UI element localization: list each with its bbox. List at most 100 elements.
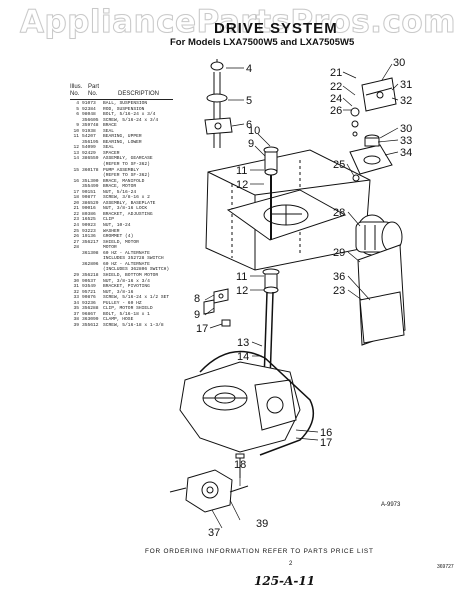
part-description: SCREW, 5/16-24 x 3/4 <box>103 117 159 123</box>
header-description: DESCRIPTION <box>118 91 160 97</box>
part-number: 96867 <box>82 311 96 317</box>
part-number: 363099 <box>82 317 99 323</box>
part-number: 355499 <box>82 184 99 190</box>
parts-list-row: 355499 BRACE, MOTOR <box>70 184 173 190</box>
part-description: NUT, 5/16-24 <box>103 189 137 195</box>
part-number: 90016 <box>82 206 96 212</box>
part-description: NUT, 10-24 <box>103 223 131 229</box>
part-number: 355612 <box>82 322 99 328</box>
grommet <box>350 107 360 137</box>
illus-number: 23 <box>73 217 79 223</box>
callout-32: 32 <box>400 95 412 107</box>
callout-8: 8 <box>194 293 200 305</box>
part-description: MOTOR <box>103 245 117 251</box>
illus-number: 18 <box>73 195 79 201</box>
callout-18: 18 <box>234 459 246 471</box>
callout-36: 36 <box>333 271 345 283</box>
part-number: 16525 <box>82 217 96 223</box>
part-description: PUMP ASSEMBLY <box>103 167 139 173</box>
illus-number: 30 <box>73 278 79 284</box>
part-number: 91073 <box>82 101 96 106</box>
part-description: 60 HZ - ALTERNATE <box>103 261 150 267</box>
parts-list-row: (INCLUDES 362806 SWITCH) <box>70 267 173 273</box>
parts-list-row: (REFER TO SF-362) <box>70 173 173 179</box>
nut-left <box>221 319 231 327</box>
part-description: (INCLUDES 362806 SWITCH) <box>103 267 170 273</box>
part-number: 54207 <box>82 134 96 140</box>
part-number: 95721 <box>82 289 96 295</box>
part-number: 386559 <box>82 156 99 162</box>
part-description: CLAMP, HOSE <box>103 317 134 323</box>
header-part-no: No. <box>88 91 98 97</box>
callout-11: 11 <box>236 165 247 177</box>
callout-31: 31 <box>400 79 412 91</box>
callout-29: 29 <box>333 247 345 259</box>
part-description: BALL, SUSPENSION <box>103 101 148 106</box>
header-no: No. <box>70 91 80 97</box>
part-description: BRACKET, PIVOTING <box>103 284 150 290</box>
illus-number: 6 <box>76 112 79 118</box>
part-number: 90877 <box>82 195 96 201</box>
suspension-ball <box>210 59 224 71</box>
callout-22: 22 <box>330 81 342 93</box>
part-number: 386529 <box>82 200 99 206</box>
part-description: 60 HZ - ALTERNATE <box>103 250 150 256</box>
part-description: PULLEY - 60 HZ <box>103 300 142 306</box>
callout-23: 23 <box>333 285 345 297</box>
part-description: SHIELD, BOTTOM MOTOR <box>103 272 159 278</box>
part-description: NUT, 3/8-16 LOCK <box>103 206 148 212</box>
part-description: SEAL <box>103 128 115 134</box>
part-description: BRACE, MOTOR <box>103 184 137 190</box>
part-description: SCREW, 5/16-18 x 1-3/8 <box>103 322 164 328</box>
part-description: SPACER <box>103 150 120 156</box>
gearcase-assembly <box>179 361 301 453</box>
callout-21: 21 <box>330 67 342 79</box>
part-description: SCREW, 3/8-16 x 2 <box>103 195 150 201</box>
document-number: 369727 <box>437 564 454 570</box>
callout-30-lower: 30 <box>400 123 412 135</box>
part-description: (REFER TO SF-362) <box>103 173 150 179</box>
callout-17: 17 <box>196 323 208 335</box>
part-description: SEAL <box>103 145 115 151</box>
part-number: 91938 <box>82 128 96 134</box>
callout-6: 6 <box>246 119 252 131</box>
illus-number: 33 <box>73 295 79 301</box>
part-description: BEARING, UPPER <box>103 134 142 140</box>
illus-number: 17 <box>73 189 79 195</box>
callout-17-lower: 17 <box>320 437 332 449</box>
part-number: 92429 <box>82 150 96 156</box>
lower-bearing <box>262 268 280 294</box>
callout-28: 28 <box>333 207 345 219</box>
part-description: BEARING, LOWER <box>103 139 142 145</box>
suspension-bracket <box>204 117 233 135</box>
illus-number: 39 <box>73 322 79 328</box>
pump-assembly <box>169 469 249 513</box>
illus-number: 14 <box>73 156 79 162</box>
illus-number: 13 <box>73 150 79 156</box>
part-number: 54099 <box>82 145 96 151</box>
adjusting-bracket <box>349 144 393 175</box>
header-rule <box>70 99 173 100</box>
suspension-washer <box>206 93 228 103</box>
illus-number: 21 <box>73 206 79 212</box>
header-illus: Illus. <box>70 84 83 90</box>
callout-12: 12 <box>236 179 248 191</box>
illus-number: 38 <box>73 317 79 323</box>
